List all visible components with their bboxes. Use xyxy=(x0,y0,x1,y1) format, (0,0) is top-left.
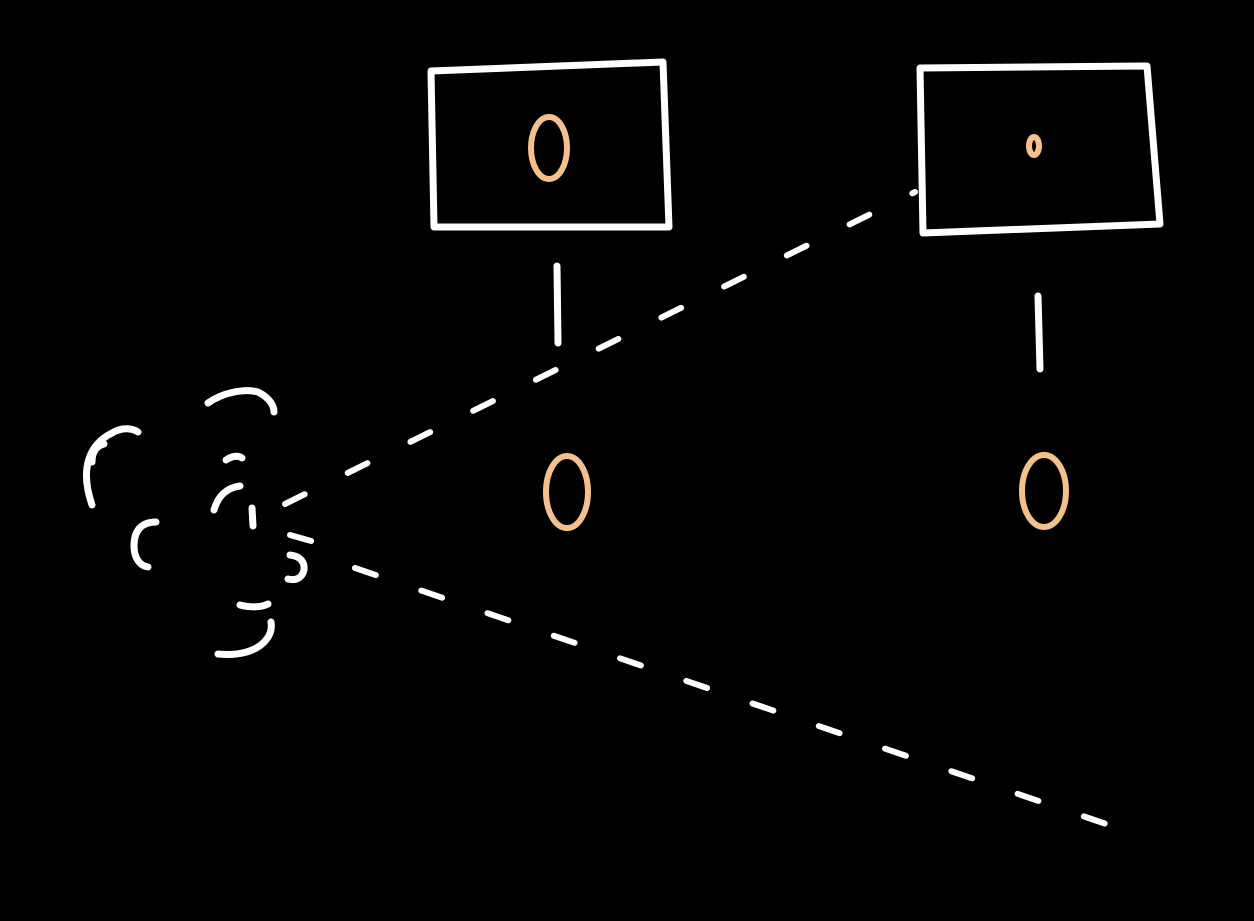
near-connector xyxy=(553,262,562,347)
lower-sight-line xyxy=(352,565,1115,829)
far-object-label: 0 xyxy=(1044,494,1045,496)
middle-sight-line xyxy=(287,532,328,548)
far-screen-frame xyxy=(916,62,1164,237)
far-screen: 0 xyxy=(916,62,1164,237)
near-object-ring xyxy=(543,453,591,531)
near-screen-frame xyxy=(427,58,673,231)
upper-sight-line xyxy=(282,189,918,507)
far-object-ring xyxy=(1019,452,1069,530)
far-connector xyxy=(1034,292,1044,373)
far-screen-label: 0 xyxy=(1034,149,1035,151)
eye-icon xyxy=(82,387,308,658)
near-screen-ring xyxy=(528,114,570,182)
near-screen: 0 xyxy=(427,58,673,231)
near-object-label: 0 xyxy=(567,495,568,497)
near-screen-label: 0 xyxy=(549,151,550,153)
far-screen-ring xyxy=(1026,134,1042,158)
